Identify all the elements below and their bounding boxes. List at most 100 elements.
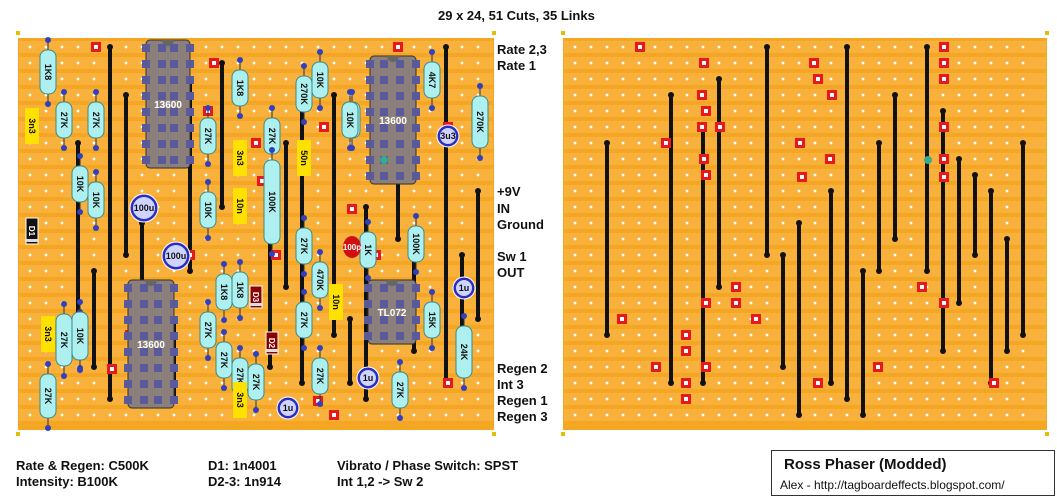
hole <box>44 301 48 305</box>
hole <box>621 221 625 225</box>
hole <box>412 397 416 401</box>
hole <box>973 77 977 81</box>
hole <box>685 109 689 113</box>
hole <box>204 45 208 49</box>
hole <box>332 365 336 369</box>
label-regen-2: Regen 2 <box>497 361 548 376</box>
hole <box>621 413 625 417</box>
hole <box>957 141 961 145</box>
hole <box>637 77 641 81</box>
hole <box>877 61 881 65</box>
hole <box>284 77 288 81</box>
link-end <box>940 348 946 354</box>
hole <box>1005 109 1009 113</box>
hole <box>829 413 833 417</box>
hole <box>925 301 929 305</box>
hole <box>765 269 769 273</box>
hole <box>621 173 625 177</box>
hole <box>252 221 256 225</box>
ic-pin <box>380 76 388 84</box>
hole <box>685 237 689 241</box>
ic-pin <box>380 92 388 100</box>
hole <box>589 221 593 225</box>
hole <box>380 237 384 241</box>
hole <box>316 413 320 417</box>
hole <box>428 125 432 129</box>
hole <box>316 45 320 49</box>
track-cut-center <box>254 141 258 145</box>
hole <box>909 237 913 241</box>
corner-marker <box>1045 31 1049 35</box>
resistor-end <box>205 235 211 241</box>
label-ground: Ground <box>497 217 544 232</box>
resistor <box>215 273 233 311</box>
hole <box>60 189 64 193</box>
ic-pin <box>380 108 388 116</box>
hole <box>717 45 721 49</box>
ic-pin <box>412 284 420 292</box>
hole <box>893 413 897 417</box>
track-cut-center <box>316 399 320 403</box>
hole <box>252 189 256 193</box>
resistor-end <box>61 89 67 95</box>
ic-pin <box>170 44 178 52</box>
hole <box>685 61 689 65</box>
hole <box>172 237 176 241</box>
track-cut-center <box>828 157 832 161</box>
track-cut-center <box>992 381 996 385</box>
track-cut-center <box>816 77 820 81</box>
hole <box>637 157 641 161</box>
ic-pin <box>158 108 166 116</box>
hole <box>845 413 849 417</box>
ic-pin <box>396 284 404 292</box>
ic-pin <box>396 300 404 308</box>
link-end <box>860 268 866 274</box>
hole <box>989 125 993 129</box>
resistor-end <box>413 269 419 275</box>
hole <box>653 381 657 385</box>
hole <box>781 173 785 177</box>
hole <box>813 413 817 417</box>
hole <box>1005 221 1009 225</box>
hole <box>909 125 913 129</box>
hole <box>92 141 96 145</box>
hole <box>877 349 881 353</box>
hole <box>797 77 801 81</box>
hole <box>781 381 785 385</box>
hole <box>733 413 737 417</box>
resistor-label: 27K <box>59 112 69 129</box>
diode-band <box>26 239 38 242</box>
hole <box>813 317 817 321</box>
capacitor-label: 3n3 <box>235 150 245 166</box>
ic-pin <box>170 92 178 100</box>
hole <box>348 189 352 193</box>
hole <box>813 45 817 49</box>
ic-pin <box>170 108 178 116</box>
capacitor-label: 1u <box>363 373 374 383</box>
resistor <box>231 69 249 107</box>
link-end <box>347 380 353 386</box>
resistor-end <box>477 155 483 161</box>
hole <box>685 205 689 209</box>
resistor-end <box>301 289 307 295</box>
strip <box>19 153 493 165</box>
ic-pin <box>412 316 420 324</box>
resistor-label: 1K8 <box>235 80 245 97</box>
hole <box>893 333 897 337</box>
hole <box>957 77 961 81</box>
resistor-label: 27K <box>299 238 309 255</box>
resistor-label: 470K <box>315 269 325 291</box>
hole <box>60 253 64 257</box>
hole <box>589 285 593 289</box>
resistor-end <box>237 315 243 321</box>
resistor-label: 27K <box>43 388 53 405</box>
hole <box>60 141 64 145</box>
hole <box>476 365 480 369</box>
resistor <box>423 61 441 99</box>
hole <box>909 285 913 289</box>
hole <box>380 205 384 209</box>
ic-pin <box>380 284 388 292</box>
link-end <box>940 108 946 114</box>
hole <box>28 77 32 81</box>
